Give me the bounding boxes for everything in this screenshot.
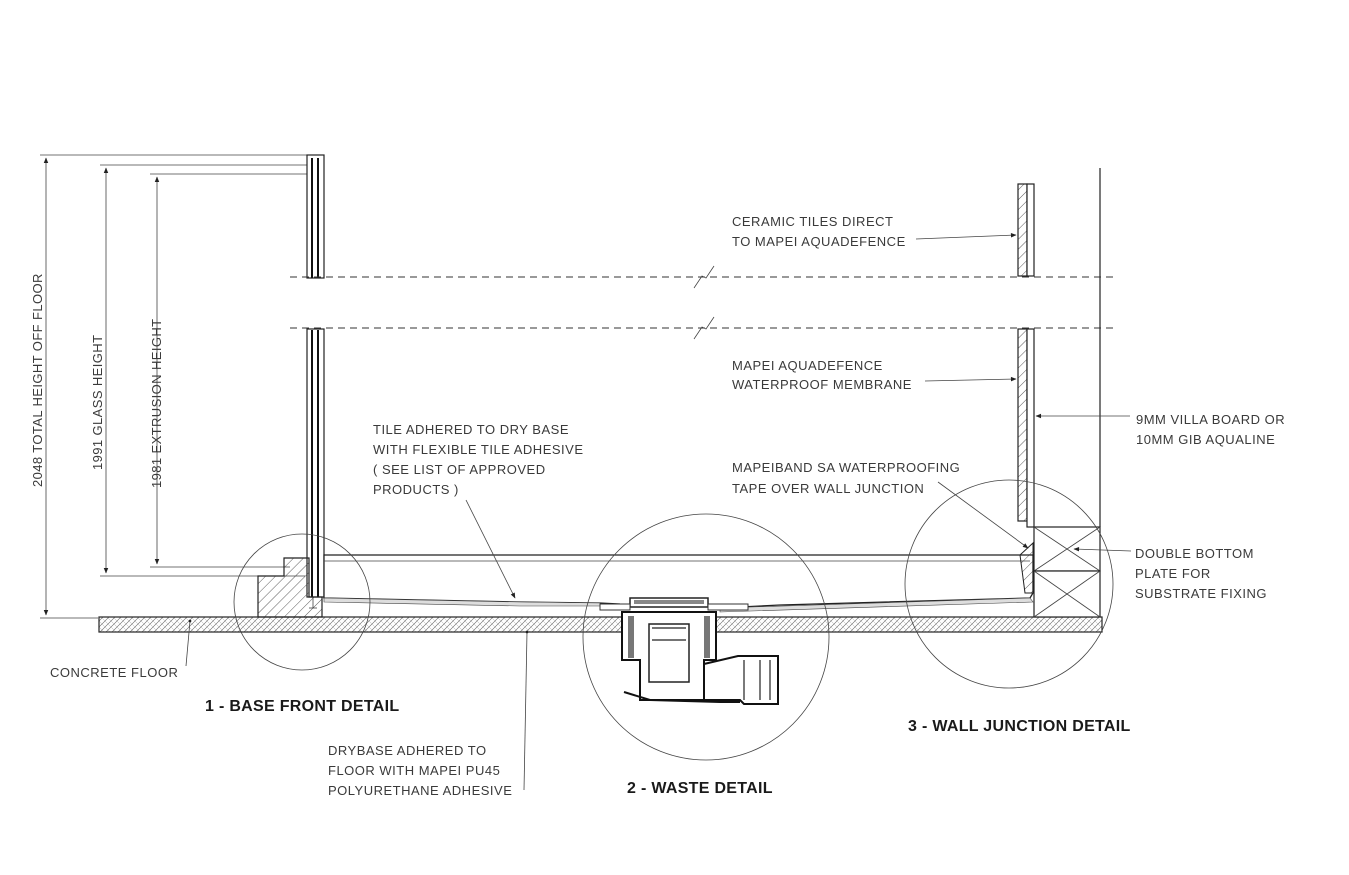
note-double-plate-line3: SUBSTRATE FIXING <box>1135 586 1267 601</box>
note-tape-line2: TAPE OVER WALL JUNCTION <box>732 481 924 496</box>
detail-circle-wall-junction <box>904 479 1114 689</box>
note-membrane-line1: MAPEI AQUADEFENCE <box>732 358 883 373</box>
concrete-floor-slab <box>98 616 1103 633</box>
leader-lines <box>185 232 1132 791</box>
detail-circle-waste <box>582 513 830 761</box>
glass-panel-extrusion <box>306 154 325 609</box>
detail-circle-base-front <box>233 533 371 671</box>
waste-outlet <box>599 597 779 705</box>
note-double-plate-line1: DOUBLE BOTTOM <box>1135 546 1254 561</box>
note-ceramic-tiles-line1: CERAMIC TILES DIRECT <box>732 214 893 229</box>
break-lines <box>290 265 1118 340</box>
note-ceramic-tiles-line2: TO MAPEI AQUADEFENCE <box>732 234 906 249</box>
title-waste-detail: 2 - WASTE DETAIL <box>627 780 773 797</box>
note-double-plate-line2: PLATE FOR <box>1135 566 1211 581</box>
title-base-front-detail: 1 - BASE FRONT DETAIL <box>205 698 399 715</box>
dimension-glass-height: 1991 GLASS HEIGHT <box>90 335 105 470</box>
note-concrete-floor: CONCRETE FLOOR <box>50 665 178 680</box>
note-tape-line1: MAPEIBAND SA WATERPROOFING <box>732 460 960 475</box>
note-drybase-line2: FLOOR WITH MAPEI PU45 <box>328 763 500 778</box>
dry-base-tray <box>323 541 1034 613</box>
dimension-lines <box>40 154 308 619</box>
note-drybase-line1: DRYBASE ADHERED TO <box>328 743 487 758</box>
dimension-extrusion-height: 1981 EXTRUSION HEIGHT <box>149 319 164 489</box>
base-front-step <box>257 557 323 618</box>
note-drybase-line3: POLYURETHANE ADHESIVE <box>328 783 512 798</box>
note-membrane-line2: WATERPROOF MEMBRANE <box>732 377 912 392</box>
title-wall-junction-detail: 3 - WALL JUNCTION DETAIL <box>908 718 1131 735</box>
note-tile-adhered-line1: TILE ADHERED TO DRY BASE <box>373 422 569 437</box>
note-villa-board-line1: 9MM VILLA BOARD OR <box>1136 412 1285 427</box>
note-villa-board-line2: 10MM GIB AQUALINE <box>1136 432 1275 447</box>
note-tile-adhered-line3: ( SEE LIST OF APPROVED <box>373 462 546 477</box>
note-tile-adhered-line4: PRODUCTS ) <box>373 482 459 497</box>
wall-framing <box>1017 168 1101 618</box>
note-tile-adhered-line2: WITH FLEXIBLE TILE ADHESIVE <box>373 442 584 457</box>
dimension-total-height: 2048 TOTAL HEIGHT OFF FLOOR <box>30 273 45 487</box>
